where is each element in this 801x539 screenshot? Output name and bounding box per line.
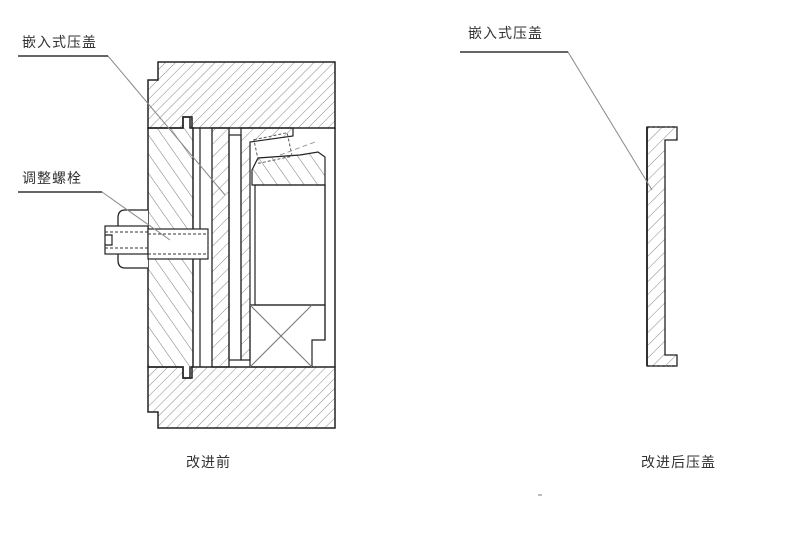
- bearing-outer-ring: [240, 127, 294, 361]
- housing-bottom: [147, 366, 336, 429]
- before-assembly: [18, 55, 336, 429]
- spacer-ring: [211, 127, 230, 368]
- tiny-mark: [538, 494, 542, 496]
- adjust-bolt: [104, 209, 209, 269]
- bearing-bore: [254, 184, 326, 306]
- label-embedded-cover-before: 嵌入式压盖: [22, 35, 97, 51]
- bearing-roller: [253, 132, 293, 164]
- after-cover-part: [460, 51, 678, 367]
- label-adjust-bolt: 调整螺栓: [22, 171, 82, 187]
- leader-after-cover: [460, 51, 653, 191]
- embedded-cover-after: [646, 126, 678, 367]
- housing-top: [147, 61, 336, 129]
- caption-before: 改进前: [186, 455, 231, 471]
- label-embedded-cover-after: 嵌入式压盖: [468, 26, 543, 42]
- caption-after: 改进后压盖: [641, 455, 716, 471]
